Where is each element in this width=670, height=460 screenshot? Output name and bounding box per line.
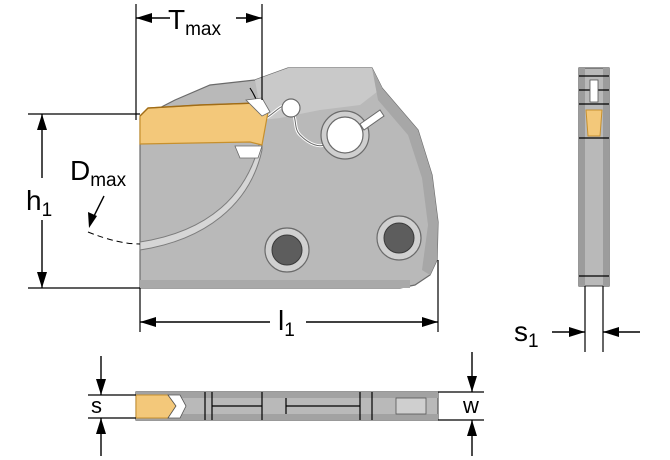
- s1-label: s1: [514, 316, 539, 352]
- blade-top-view: s w: [88, 352, 484, 456]
- h1-dimension: h1: [26, 113, 140, 289]
- insert-pocket-upper: [245, 97, 271, 117]
- key-slot: [359, 109, 385, 131]
- mount-hole-left: [271, 234, 303, 266]
- s-label: s: [91, 393, 102, 418]
- blade-side-view: [87, 67, 439, 289]
- tmax-label: Tmax: [168, 4, 222, 40]
- blade-right-bevel: [372, 68, 438, 275]
- top-upper-strip: [136, 392, 438, 398]
- dmax-label: Dmax: [70, 155, 127, 191]
- top-hole-slot: [395, 397, 427, 415]
- top-insert-notch: [167, 394, 187, 419]
- w-label: w: [462, 393, 479, 418]
- l1-dimension: l1: [139, 260, 439, 341]
- edge-insert: [585, 109, 603, 137]
- mount-hole-right: [383, 222, 415, 254]
- dmax-annotation: Dmax: [70, 155, 127, 228]
- top-lower-strip: [136, 414, 438, 420]
- insert-pocket-lower: [234, 145, 263, 159]
- l1-label: l1: [278, 305, 295, 341]
- dmax-dashed-arc: [87, 231, 141, 245]
- clamp-slot-outline: [261, 105, 327, 147]
- blade-edge-view: s1: [514, 67, 640, 352]
- edge-right-face: [603, 68, 609, 286]
- blade-bottom-strip: [140, 280, 410, 288]
- key-hole: [326, 116, 364, 154]
- h1-label: h1: [26, 185, 52, 221]
- cutting-insert: [139, 102, 269, 146]
- relief-hole: [281, 98, 301, 118]
- tmax-dimension: Tmax: [135, 4, 263, 120]
- edge-left-face: [579, 68, 585, 286]
- edge-slot: [589, 79, 599, 103]
